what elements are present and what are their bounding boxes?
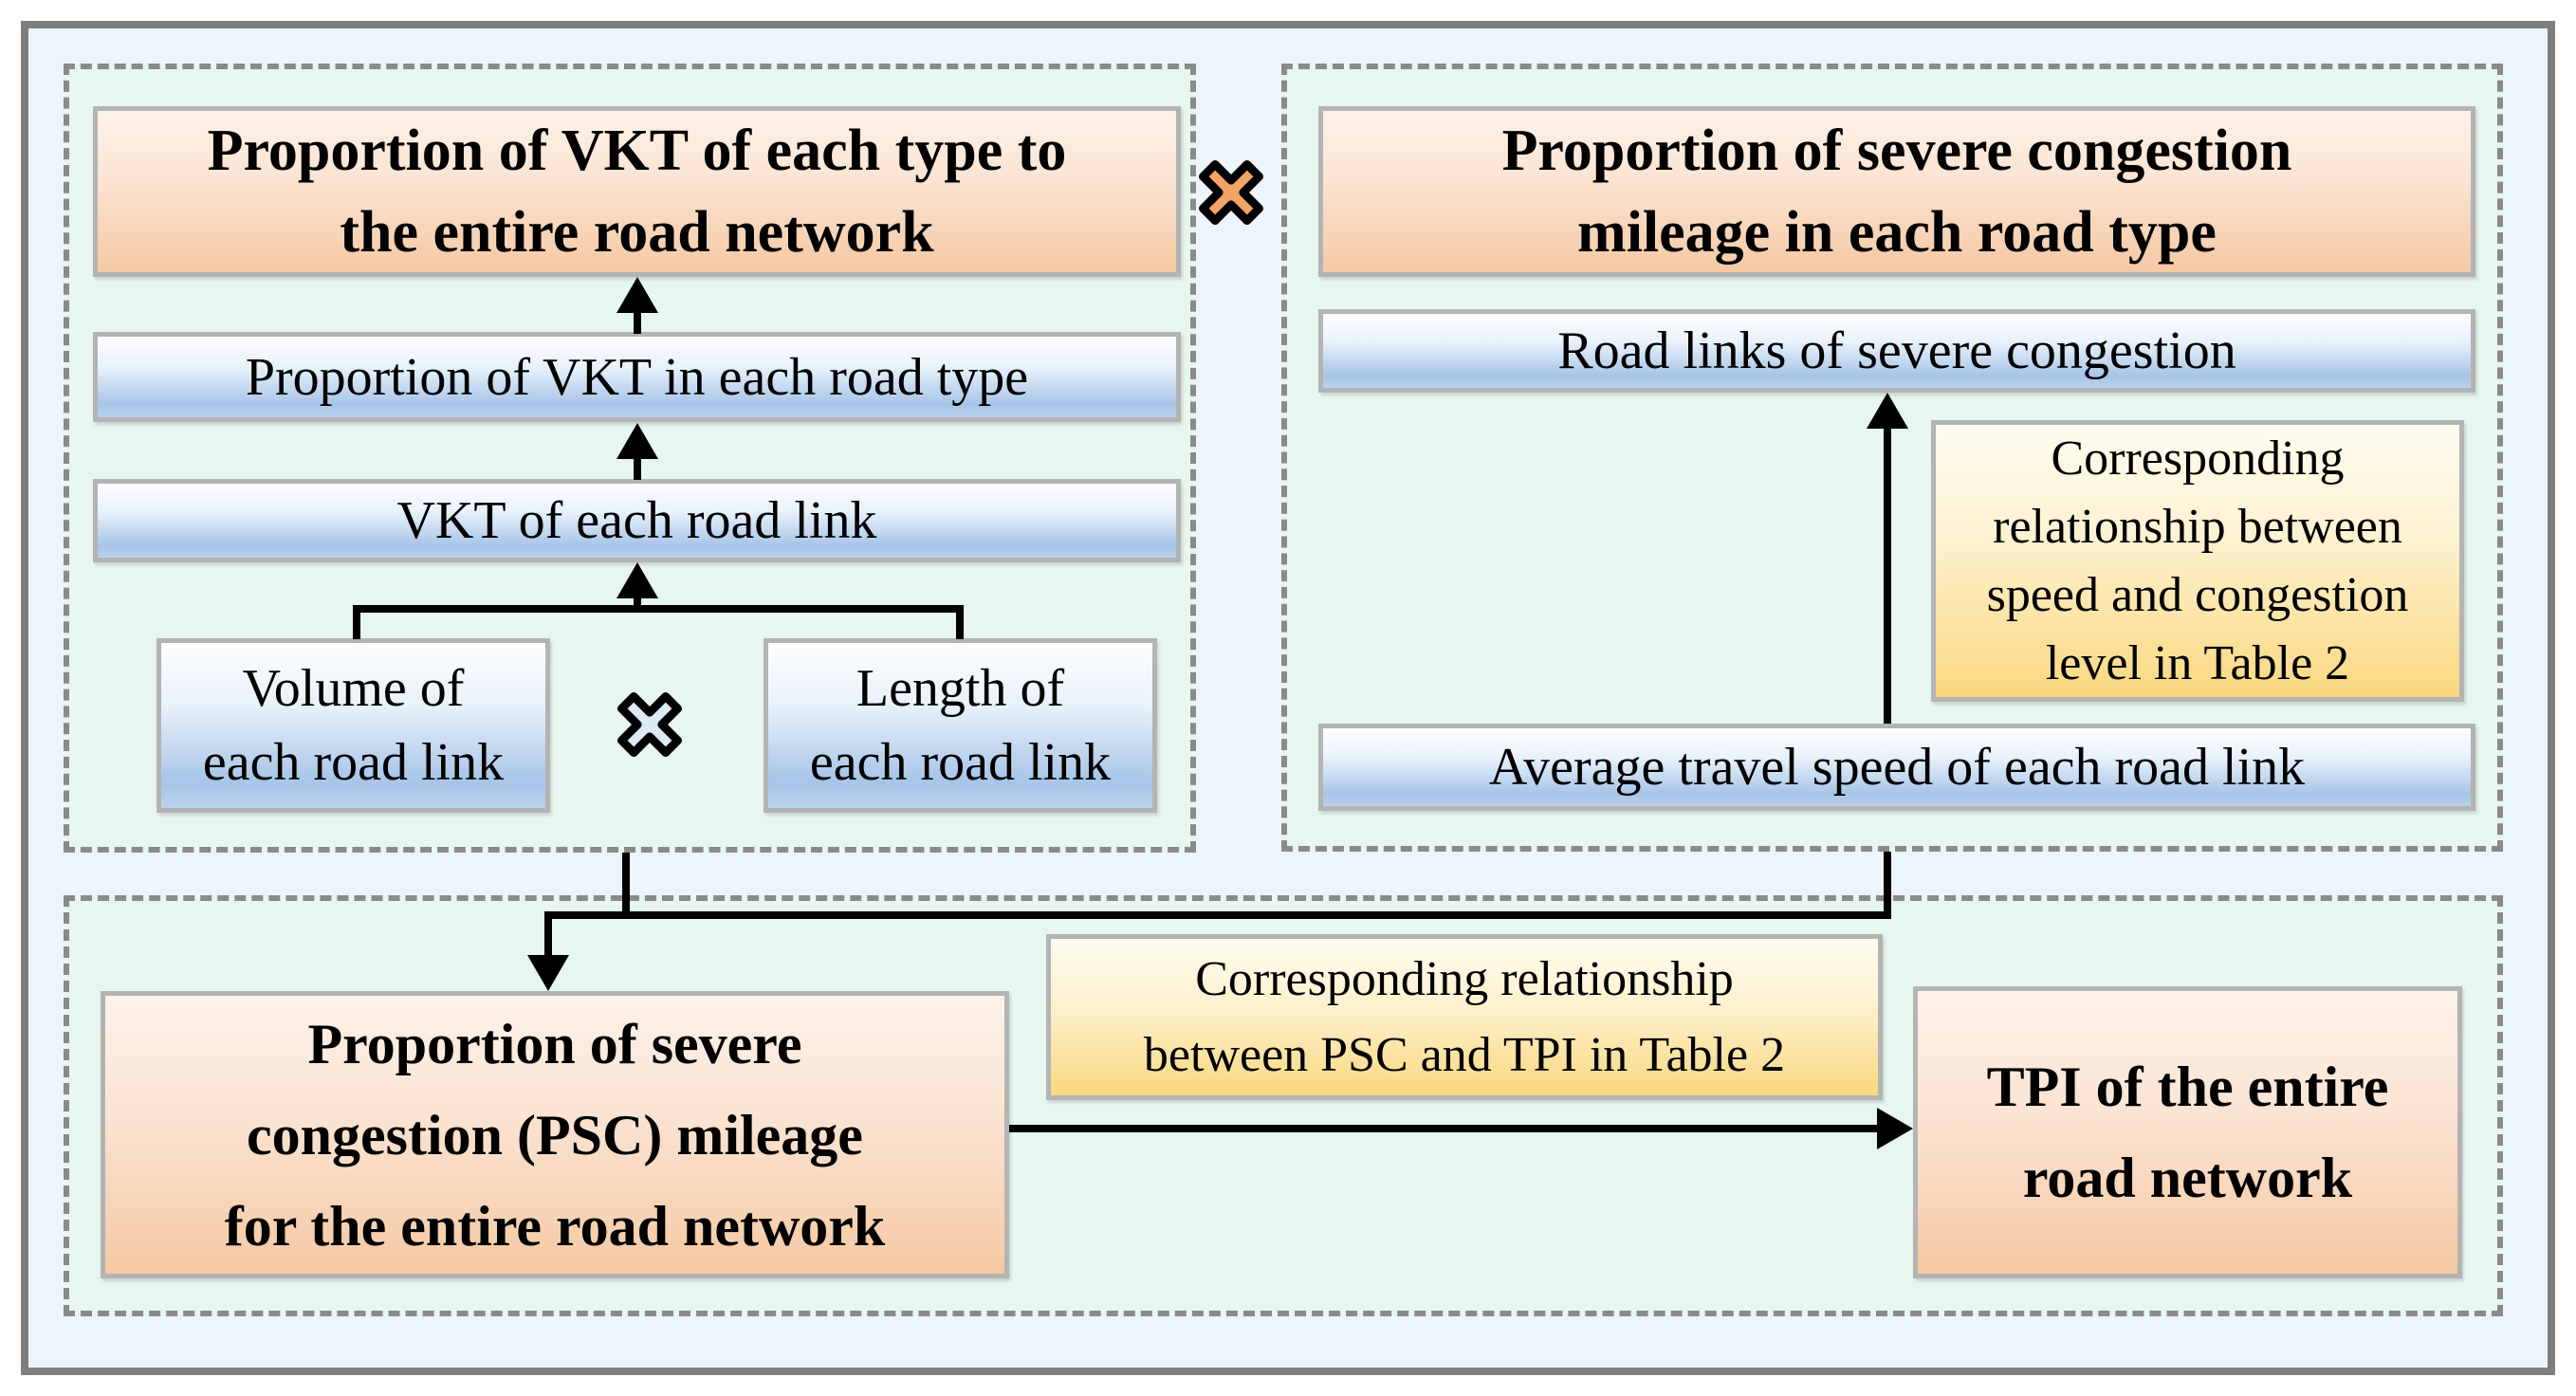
node-line: Volume of: [242, 659, 465, 718]
node-psc: Proportion of severe congestion (PSC) mi…: [101, 991, 1009, 1278]
node-avg-speed: Average travel speed of each road link: [1318, 724, 2475, 811]
node-vkt-road-type: Proportion of VKT in each road type: [93, 332, 1181, 422]
node-line: Proportion of VKT in each road type: [245, 347, 1029, 407]
node-line: road network: [2022, 1147, 2353, 1209]
node-line: each road link: [809, 733, 1112, 792]
node-psc-tpi-table: Corresponding relationship between PSC a…: [1046, 934, 1883, 1100]
node-line: relationship between: [1993, 499, 2402, 554]
node-line: mileage in each road type: [1577, 200, 2217, 265]
node-line: Length of: [856, 659, 1065, 718]
node-road-links: Road links of severe congestion: [1318, 309, 2475, 393]
node-congestion-title: Proportion of severe congestion mileage …: [1318, 106, 2475, 277]
node-line: each road link: [202, 733, 505, 792]
node-tpi: TPI of the entire road network: [1913, 986, 2462, 1278]
node-line: for the entire road network: [224, 1194, 886, 1258]
node-line: Proportion of severe congestion: [1501, 119, 2292, 183]
node-line: Corresponding relationship: [1195, 951, 1734, 1006]
node-line: Proportion of severe: [307, 1012, 802, 1075]
node-volume: Volume of each road link: [156, 638, 550, 813]
node-speed-congestion-table: Corresponding relationship between speed…: [1931, 420, 2464, 702]
node-length: Length of each road link: [764, 638, 1157, 813]
multiply-icon-vkt-mileage: [1199, 160, 1263, 226]
node-line: congestion (PSC) mileage: [247, 1103, 863, 1166]
node-line: level in Table 2: [2045, 635, 2350, 690]
node-line: VKT of each road link: [396, 491, 877, 550]
node-line: between PSC and TPI in Table 2: [1143, 1027, 1786, 1082]
multiply-icon-volume-length: [617, 692, 682, 757]
node-line: Average travel speed of each road link: [1488, 738, 2306, 797]
node-line: Corresponding: [2051, 431, 2345, 486]
node-line: the entire road network: [340, 200, 934, 265]
node-line: TPI of the entire: [1986, 1056, 2389, 1118]
node-vkt-share-title: Proportion of VKT of each type to the en…: [93, 106, 1181, 277]
node-line: Proportion of VKT of each type to: [207, 119, 1067, 183]
node-vkt-road-link: VKT of each road link: [93, 479, 1181, 562]
node-line: speed and congestion: [1986, 567, 2409, 622]
node-line: Road links of severe congestion: [1557, 321, 2236, 380]
